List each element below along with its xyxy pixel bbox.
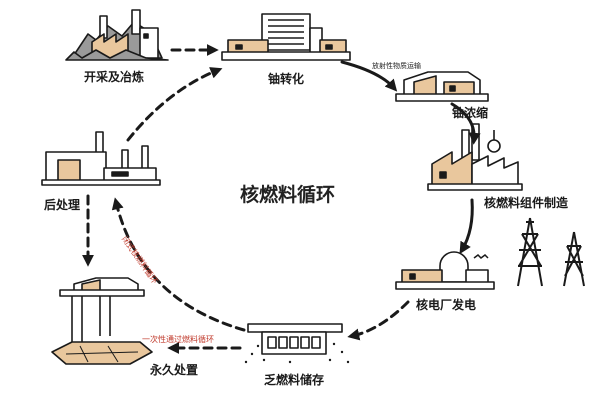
power-plant-icon — [395, 251, 495, 290]
transmission-tower-icon — [517, 217, 585, 287]
stage-label-disposal: 永久处置 — [150, 363, 199, 377]
uranium-conversion-icon — [221, 13, 351, 61]
transport-annotation: 放射性物质运输 — [372, 62, 421, 70]
arrow-storage-to-reprocessing — [111, 197, 246, 332]
permanent-disposal-icon — [51, 277, 153, 365]
stage-label-mining: 开采及冶炼 — [84, 70, 145, 84]
stage-label-storage: 乏燃料储存 — [264, 373, 325, 387]
stage-label-power: 核电厂发电 — [416, 298, 477, 312]
reprocessing-icon — [41, 131, 161, 186]
diagram-title: 核燃料循环 — [240, 184, 336, 206]
stage-label-fabrication: 核燃料组件制造 — [484, 196, 569, 210]
stage-label-enrichment: 铀浓缩 — [452, 106, 489, 120]
fuel-fabrication-icon — [427, 123, 523, 191]
spent-fuel-storage-icon — [244, 323, 350, 364]
once-through-cycle-annotation: 一次性通过燃料循环 — [142, 335, 214, 344]
arrow-enrichment-to-fabrication — [450, 102, 481, 145]
mining-smelting-icon — [65, 9, 169, 61]
arrow-power-to-storage — [347, 300, 410, 341]
arrow-reprocessing-to-conversion — [126, 67, 223, 142]
stage-label-conversion: 铀转化 — [268, 72, 305, 86]
arrow-conversion-to-enrichment — [340, 60, 398, 92]
arrow-fabrication-to-power — [459, 198, 474, 255]
uranium-enrichment-icon — [395, 71, 489, 102]
stage-label-reprocessing: 后处理 — [44, 198, 81, 212]
